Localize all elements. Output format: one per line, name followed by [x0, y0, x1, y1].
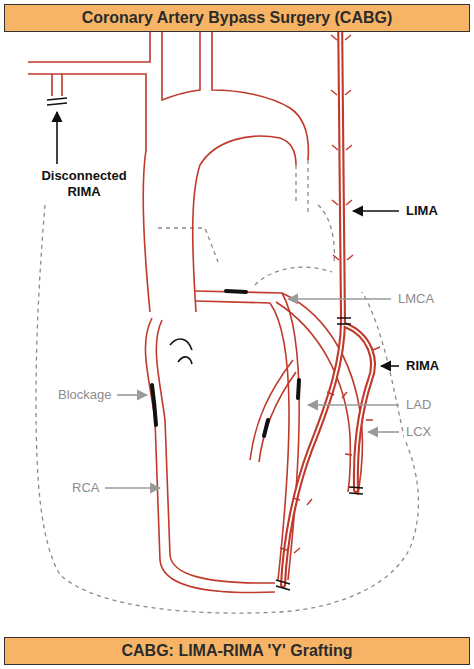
part-label: LAD	[404, 397, 433, 413]
aorta	[28, 8, 308, 364]
aorta-wall	[193, 136, 296, 312]
lima-graft	[283, 8, 343, 585]
part-label: LMCA	[396, 291, 436, 307]
leader-arrow	[368, 431, 399, 433]
rima-graft	[345, 325, 373, 490]
blockage-mark	[226, 291, 246, 292]
diagonal-branch	[250, 360, 296, 462]
lima-graft	[283, 8, 343, 585]
part-label: Disconnected RIMA	[30, 168, 138, 200]
coronary-arteries	[145, 291, 362, 593]
leader-arrow	[308, 404, 399, 406]
part-label: RCA	[70, 480, 101, 496]
leader-arrow	[288, 298, 391, 300]
heart-outline	[36, 205, 418, 613]
leader-arrow	[117, 394, 147, 396]
leader-arrow	[56, 112, 58, 164]
pulmonary-outline	[255, 267, 332, 285]
caption-text: CABG: LIMA-RIMA 'Y' Grafting	[122, 642, 353, 660]
lmca-vessel	[196, 301, 270, 303]
lcx-vessel	[276, 302, 350, 492]
pulmonary-outline	[318, 205, 334, 262]
title-band: Coronary Artery Bypass Surgery (CABG)	[4, 4, 470, 32]
part-label: LCX	[404, 424, 433, 440]
leader-arrow	[381, 365, 399, 367]
rca-vessel	[156, 320, 275, 583]
anastomosis-mark	[337, 318, 351, 324]
part-label: RIMA	[404, 358, 441, 374]
graft-side-branch	[280, 35, 380, 553]
heart-outline	[36, 160, 418, 613]
anastomosis-mark	[349, 487, 363, 494]
title-text: Coronary Artery Bypass Surgery (CABG)	[82, 9, 393, 27]
rima-graft	[345, 325, 373, 490]
anastomosis-mark	[276, 580, 290, 590]
leader-arrow	[353, 210, 399, 212]
disconnect-mark	[47, 98, 67, 105]
lmca-vessel	[195, 291, 282, 293]
blockage-mark	[152, 385, 156, 425]
caption-band: CABG: LIMA-RIMA 'Y' Grafting	[4, 637, 470, 665]
aorta-wall	[28, 74, 150, 312]
rima-stump	[52, 74, 62, 96]
part-label: Blockage	[56, 387, 113, 403]
descending-aorta-outline	[296, 160, 308, 212]
part-label: LIMA	[404, 203, 440, 219]
rca-vessel	[145, 318, 275, 593]
leader-arrow	[105, 487, 160, 489]
blockage-mark	[298, 380, 299, 398]
aortic-valve	[170, 339, 192, 364]
atrium-outline	[158, 228, 218, 262]
blockage-mark	[264, 420, 268, 436]
